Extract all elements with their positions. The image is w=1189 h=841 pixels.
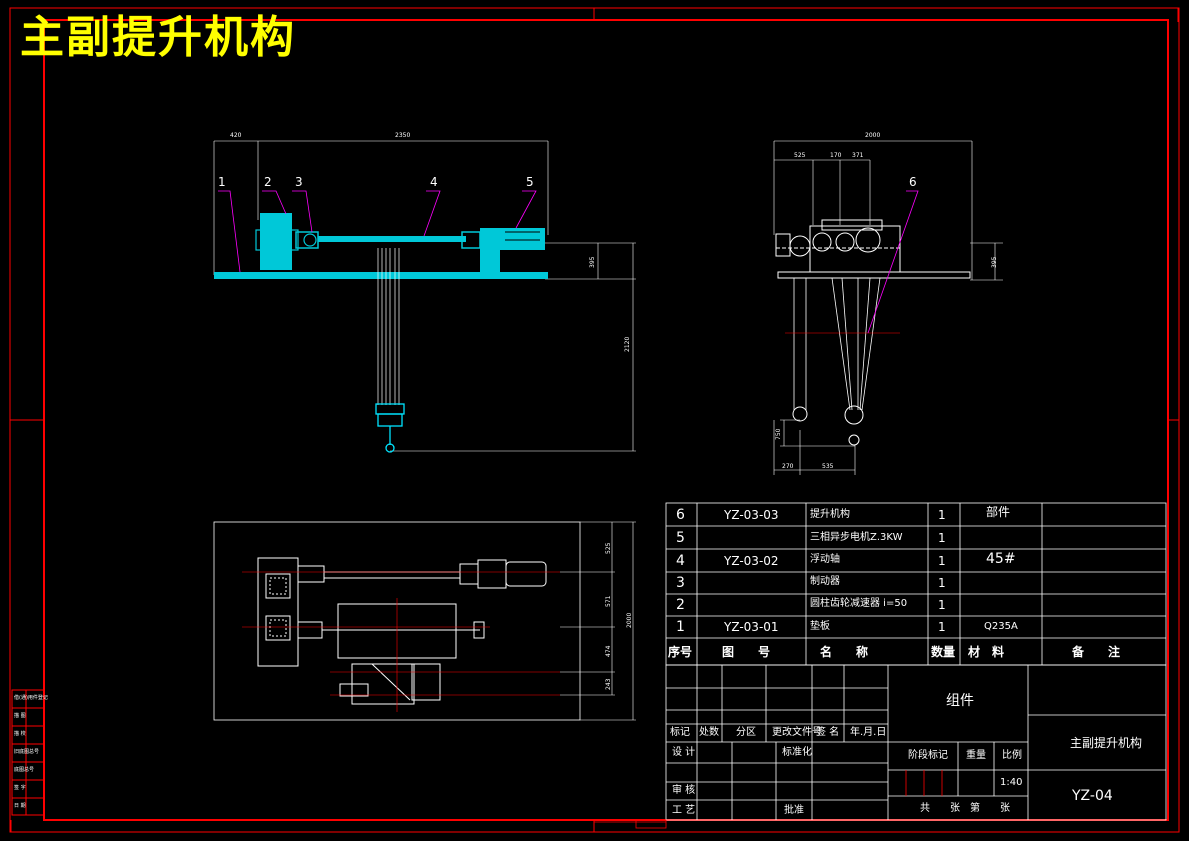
label-change-doc: 更改文件号 <box>772 727 822 738</box>
dim-plan-total: 2000 <box>626 612 633 628</box>
callout-3: 3 <box>295 175 303 189</box>
stage-label: 阶段标记 <box>908 750 948 761</box>
ratio-label: 比例 <box>1002 750 1022 761</box>
assembly-label: 组件 <box>946 693 974 709</box>
dim-side-sub3: 371 <box>852 152 864 159</box>
reducer-body <box>260 213 292 270</box>
plan-view <box>213 521 636 721</box>
weight-label: 重量 <box>966 750 986 761</box>
side-view <box>773 140 1003 475</box>
label-sign: 签 名 <box>816 727 840 738</box>
dim-plan-4: 243 <box>605 678 612 690</box>
label-zone: 分区 <box>736 727 756 738</box>
dim-front-right: 395 <box>589 256 596 268</box>
drawing-frame <box>9 7 1180 833</box>
dim-side-sub2: 170 <box>830 152 842 159</box>
dim-side-sub1: 525 <box>794 152 806 159</box>
callout-2: 2 <box>264 175 272 189</box>
hook-block <box>375 403 405 453</box>
dim-side-top: 2000 <box>865 132 881 139</box>
dim-front-top: 2350 <box>395 132 411 139</box>
label-design: 设 计 <box>672 747 696 758</box>
dim-side-bottom-left: 270 <box>782 463 794 470</box>
label-standard: 标准化 <box>782 747 812 758</box>
label-process: 工 艺 <box>672 805 696 816</box>
label-approve: 批准 <box>784 805 804 816</box>
callout-4: 4 <box>430 175 438 189</box>
label-count: 处数 <box>699 727 719 738</box>
dim-plan-2: 571 <box>605 595 612 607</box>
scale-value: 1:40 <box>1000 777 1023 788</box>
dim-side-left-v: 750 <box>775 428 782 440</box>
title-block <box>665 664 1167 821</box>
sheets-label: 共 张 第 张 <box>920 803 1010 814</box>
gear-train <box>775 219 901 273</box>
callout-1: 1 <box>218 175 226 189</box>
motor-body <box>480 228 545 272</box>
drawing-name: 主副提升机构 <box>1070 736 1143 750</box>
label-review: 审 核 <box>672 785 696 796</box>
base-plate <box>214 272 548 279</box>
front-view <box>213 140 636 453</box>
dim-plan-3: 474 <box>605 645 612 657</box>
dim-side-right: 395 <box>991 256 998 268</box>
dim-side-bottom-right: 535 <box>822 463 834 470</box>
floating-shaft <box>318 236 466 242</box>
drawing-title: 主副提升机构 <box>20 12 296 63</box>
callout-5: 5 <box>526 175 534 189</box>
label-date: 年.月.日 <box>850 727 887 738</box>
drawing-number: YZ-04 <box>1072 788 1113 804</box>
callout-6: 6 <box>909 175 917 189</box>
dim-front-vertical: 2120 <box>624 336 631 352</box>
label-mark: 标记 <box>670 727 690 738</box>
dim-plan-1: 525 <box>605 542 612 554</box>
dim-front-left: 420 <box>230 132 242 139</box>
bom-table <box>665 502 1167 666</box>
